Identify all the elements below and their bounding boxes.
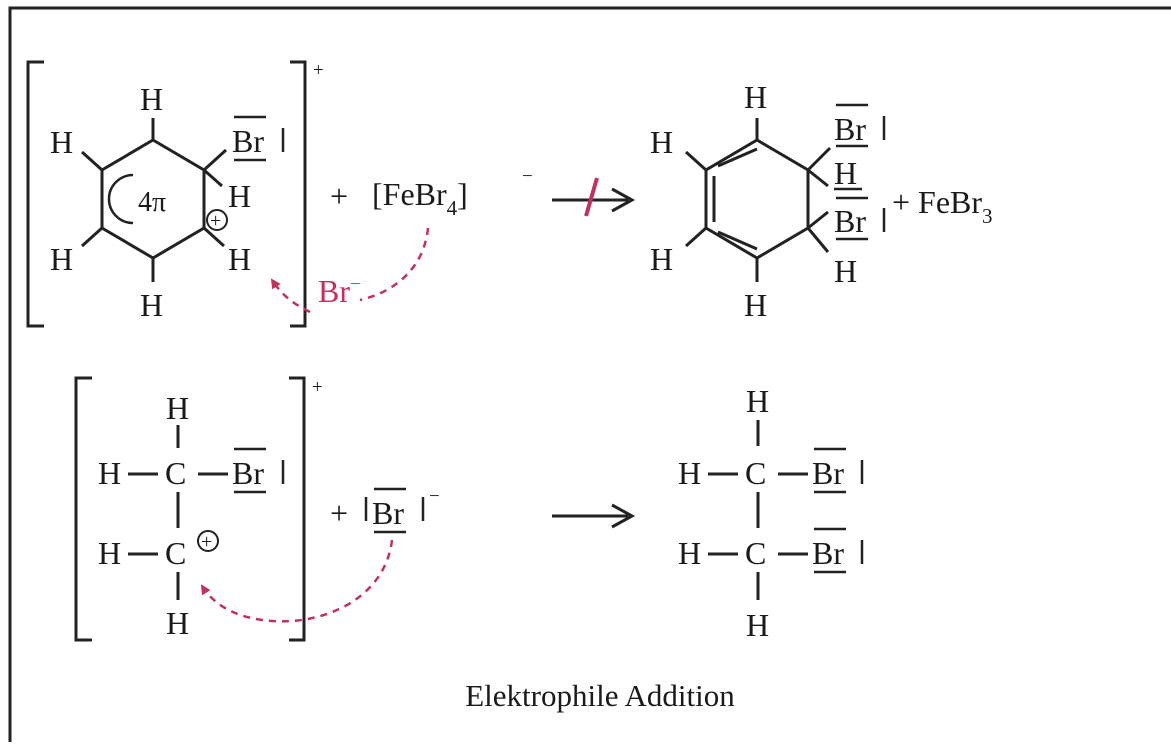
- atom-h: H: [50, 241, 73, 277]
- atom-h: H: [744, 287, 767, 323]
- reaction-2: + H H C Br H C + H + Br − H: [74, 376, 864, 643]
- carbocation-plus: +: [210, 210, 221, 232]
- plus-sign: +: [330, 178, 348, 214]
- pi-arc: [107, 173, 134, 225]
- atom-h: H: [744, 79, 767, 115]
- carbocation-plus: +: [201, 531, 212, 553]
- charge-minus-superscript: −: [429, 486, 440, 507]
- bond: [807, 210, 829, 230]
- reaction-arrowhead: [611, 503, 636, 529]
- bond-ring-h-ul: [80, 150, 104, 172]
- atom-br: Br: [232, 123, 264, 159]
- bond-ring-h-sp3: [203, 168, 223, 188]
- atom-h: H: [746, 383, 769, 419]
- electron-flow-arrow: [359, 227, 430, 302]
- bond-ring-h-ll: [80, 226, 104, 248]
- bond: [806, 146, 832, 172]
- atom-c: C: [165, 535, 186, 571]
- atom-h: H: [746, 607, 769, 643]
- no-reaction-strike: [584, 177, 599, 217]
- charge-plus-superscript: +: [313, 60, 324, 81]
- electron-flow-arrow: [200, 539, 394, 623]
- pi-label: 4π: [138, 187, 166, 218]
- atom-br: Br: [834, 203, 866, 239]
- atom-h: H: [650, 124, 673, 160]
- atom-h: H: [228, 178, 251, 214]
- atom-h: H: [834, 155, 857, 191]
- atom-h: H: [140, 81, 163, 117]
- atom-h: H: [678, 455, 701, 491]
- atom-br: Br: [232, 455, 264, 491]
- atom-br: Br: [834, 111, 866, 147]
- double-bond: [717, 230, 758, 251]
- atom-h: H: [98, 455, 121, 491]
- atom-h: H: [98, 535, 121, 571]
- atom-h: H: [166, 390, 189, 426]
- atom-c: C: [165, 455, 186, 491]
- atom-h: H: [228, 241, 251, 277]
- bromide-reagent: Br: [372, 495, 404, 531]
- bracket-right: [289, 376, 306, 642]
- bond-ring-br: [202, 148, 228, 172]
- bond-ring-h-lr: [202, 226, 226, 248]
- reaction-1: + 4π + H H H H H H Br + [FeBr4] − Br−: [26, 60, 993, 328]
- bromide-label: Br−: [318, 273, 361, 309]
- atom-h: H: [834, 253, 857, 289]
- atom-h: H: [166, 605, 189, 641]
- bond: [684, 150, 708, 172]
- bracket-left: [74, 376, 92, 642]
- charge-minus-superscript: −: [522, 166, 533, 187]
- atom-c: C: [745, 535, 766, 571]
- electron-flow-arrow-head: [270, 278, 311, 314]
- atom-h: H: [50, 124, 73, 160]
- bond: [807, 168, 829, 188]
- page-frame: [8, 6, 1171, 747]
- bracket-right: [290, 60, 307, 328]
- carbocation-charge: [197, 530, 219, 552]
- atom-h: H: [650, 241, 673, 277]
- atom-br: Br: [812, 535, 844, 571]
- bond: [806, 227, 830, 253]
- atom-h: H: [140, 287, 163, 323]
- plus-sign: +: [330, 495, 348, 531]
- byproduct-febr3: + FeBr3: [892, 184, 993, 228]
- bracket-left: [26, 60, 44, 328]
- figure-caption: Elektrophile Addition: [465, 678, 735, 713]
- carbocation-charge: [206, 209, 228, 231]
- product-ring: [704, 138, 810, 260]
- bond: [684, 226, 708, 248]
- reagent-febr4: [FeBr4]: [372, 176, 468, 220]
- charge-plus-superscript: +: [312, 377, 323, 398]
- atom-br: Br: [812, 455, 844, 491]
- atom-h: H: [678, 535, 701, 571]
- atom-c: C: [745, 455, 766, 491]
- reaction-arrowhead: [611, 187, 636, 213]
- double-bond: [717, 147, 758, 168]
